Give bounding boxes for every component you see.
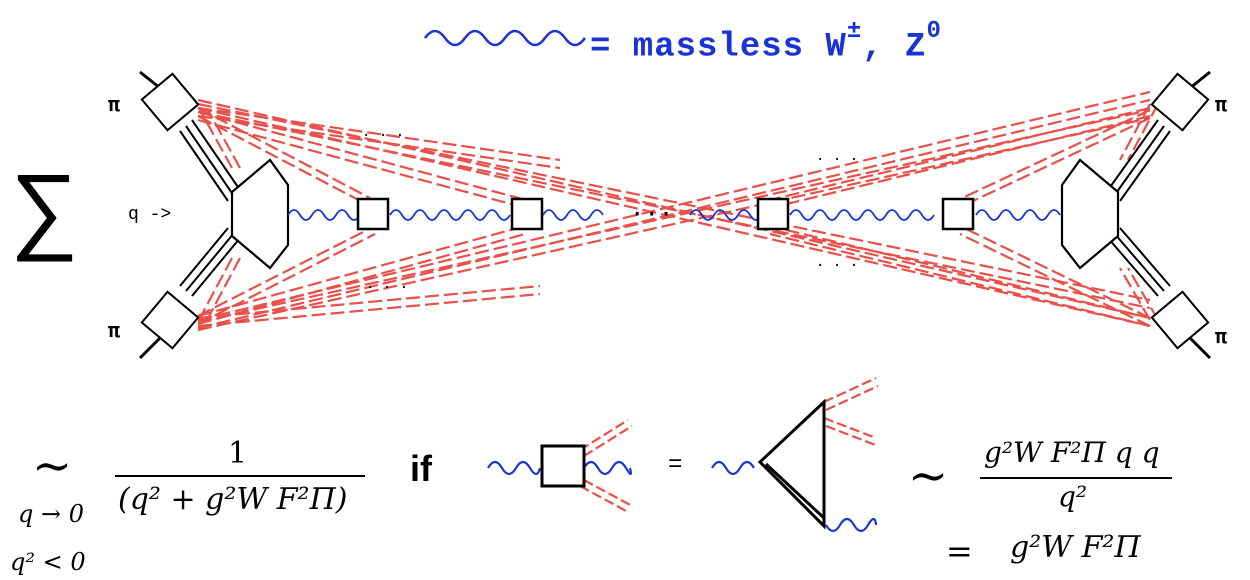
ellipsis-fan-2: · · · <box>366 280 409 296</box>
momentum-label: q -> <box>128 205 172 225</box>
pi-label-bottom-right: π <box>1215 324 1228 348</box>
hexagon-blob-icon-right <box>1060 158 1120 270</box>
if-label: if <box>410 448 432 489</box>
fraction-numerator-right: g²W F²Π q q <box>984 436 1160 469</box>
limit-condition-1: q → 0 <box>18 500 84 528</box>
pi-label-bottom-left: π <box>108 318 121 342</box>
ellipsis-fan-4: · · · <box>816 258 859 274</box>
fraction-numerator-left: 1 <box>228 436 248 471</box>
equals-right: = <box>946 532 973 570</box>
legend-suffix-sup: 0 <box>926 18 942 45</box>
sum-symbol: ∑ <box>10 152 79 264</box>
hexagon-blob-icon <box>230 158 290 270</box>
ellipsis-fan-1: · · · <box>362 128 405 144</box>
asymptotic-symbol-right: ∼ <box>908 448 949 504</box>
double-pion-lines <box>179 119 1171 297</box>
fraction-denominator-left: (q² + g²W F²Π) <box>118 482 348 517</box>
limit-condition-2: q² < 0 <box>10 548 86 576</box>
legend-wavy-line-icon <box>423 29 587 47</box>
triangle-loop-icon <box>711 377 879 533</box>
legend-suffix: , Z <box>862 28 927 67</box>
fraction-denominator-right: q² <box>1058 480 1088 513</box>
pi-label-top-right: π <box>1215 92 1228 116</box>
equals-small: = <box>668 452 683 479</box>
legend-text: = massless W <box>590 28 847 67</box>
vertex-box-icon-middle <box>356 197 975 231</box>
legend-sup: ± <box>846 18 863 45</box>
asymptotic-symbol-left: ∼ <box>32 438 73 494</box>
external-pion-legs <box>138 70 1212 360</box>
result-right: g²W F²Π <box>1010 530 1141 565</box>
pi-label-top-left: π <box>108 92 121 116</box>
pion-exchange-lines <box>197 90 1159 332</box>
legend-label: = massless W±, Z0 <box>590 18 942 67</box>
ellipsis-middle: ··· <box>630 200 674 228</box>
ellipsis-fan-3: · · · <box>816 152 859 168</box>
effective-vertex-icon <box>487 419 633 513</box>
vertex-box-icon <box>140 72 1210 350</box>
